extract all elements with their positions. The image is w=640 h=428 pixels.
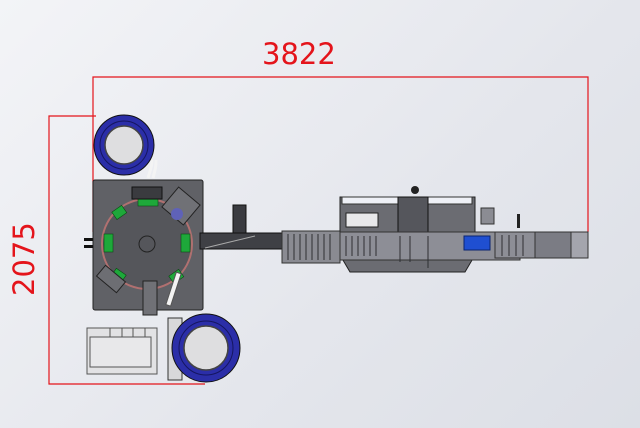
transfer-conveyor bbox=[199, 204, 341, 264]
height-dimension-label: 2075 bbox=[7, 222, 41, 296]
width-dimension-label: 3822 bbox=[262, 37, 336, 71]
rotary-turntable bbox=[84, 159, 204, 316]
control-box bbox=[86, 327, 158, 375]
labeling-station bbox=[339, 186, 521, 273]
label-reel-top bbox=[93, 114, 155, 176]
dimension-lines bbox=[48, 76, 589, 385]
output-conveyor bbox=[494, 214, 589, 259]
label-reel-bottom bbox=[167, 313, 241, 383]
